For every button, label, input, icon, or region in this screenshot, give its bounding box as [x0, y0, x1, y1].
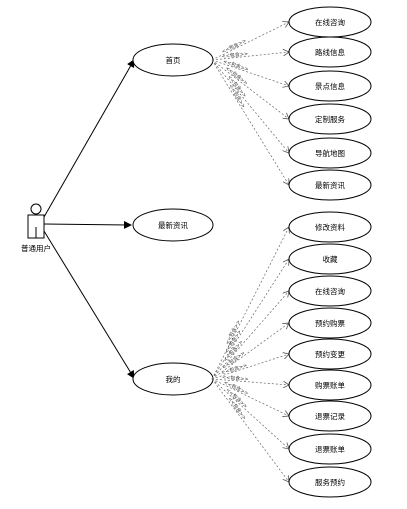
usecase-mine-label: 我的	[166, 374, 181, 384]
home-include-line-3	[211, 59, 289, 119]
home-case-4-label: 导航地图	[315, 148, 345, 158]
mine-case-5	[288, 369, 372, 401]
mine-case-6-label: 退票记录	[315, 412, 345, 421]
home-case-3	[288, 103, 372, 135]
association-mine	[43, 230, 135, 379]
mine-case-5-label: 购票账单	[315, 380, 345, 390]
mine-case-3-label: 预约购票	[315, 318, 345, 328]
mine-include-line-7	[211, 378, 289, 449]
mine-case-4-label: 预约变更	[315, 349, 345, 359]
mine-include-line-8	[211, 378, 289, 482]
mine-case-0-label: 修改资料	[315, 222, 345, 232]
association-home	[43, 59, 135, 218]
mine-case-0	[288, 211, 372, 243]
home-case-3-label: 定制服务	[315, 114, 345, 124]
mine-case-7-label: 退票账单	[315, 444, 345, 454]
mine-case-2-label: 在线咨询	[315, 286, 345, 296]
mine-case-3	[288, 307, 372, 339]
mine-include-line-2	[211, 291, 289, 380]
home-case-1	[288, 36, 372, 68]
home-include-line-2	[211, 59, 289, 86]
home-case-2	[288, 70, 372, 102]
actor-figure	[27, 203, 45, 239]
mine-case-4	[288, 338, 372, 370]
actor-label: 普通用户	[21, 243, 51, 253]
mine-include-line-5	[211, 378, 289, 385]
home-include-label-1: <<包含>>	[221, 50, 248, 60]
mine-case-1-label: 收藏	[323, 254, 338, 264]
mine-include-line-0	[211, 227, 289, 380]
mine-case-8-label: 服务预约	[315, 477, 345, 487]
home-case-2-label: 景点信息	[315, 81, 345, 91]
usecase-news-label: 最新资讯	[158, 220, 188, 230]
home-case-5-label: 最新资讯	[315, 180, 345, 190]
home-case-4	[288, 137, 372, 169]
home-include-line-4	[211, 59, 289, 153]
mine-case-7	[288, 433, 372, 465]
mine-include-label-5: <<包含>>	[222, 374, 249, 383]
mine-case-2	[288, 275, 372, 307]
mine-include-line-4	[211, 354, 289, 380]
mine-case-8	[288, 466, 372, 498]
usecase-news	[132, 208, 214, 242]
usecase-home-label: 首页	[166, 55, 181, 65]
home-include-line-1	[211, 52, 289, 61]
home-include-line-5	[211, 59, 289, 185]
home-case-5	[288, 169, 372, 201]
home-case-0-label: 在线咨询	[315, 17, 345, 27]
association-news	[43, 220, 132, 229]
mine-case-1	[288, 243, 372, 275]
mine-case-6	[288, 400, 372, 432]
home-case-1-label: 路线信息	[315, 47, 345, 57]
